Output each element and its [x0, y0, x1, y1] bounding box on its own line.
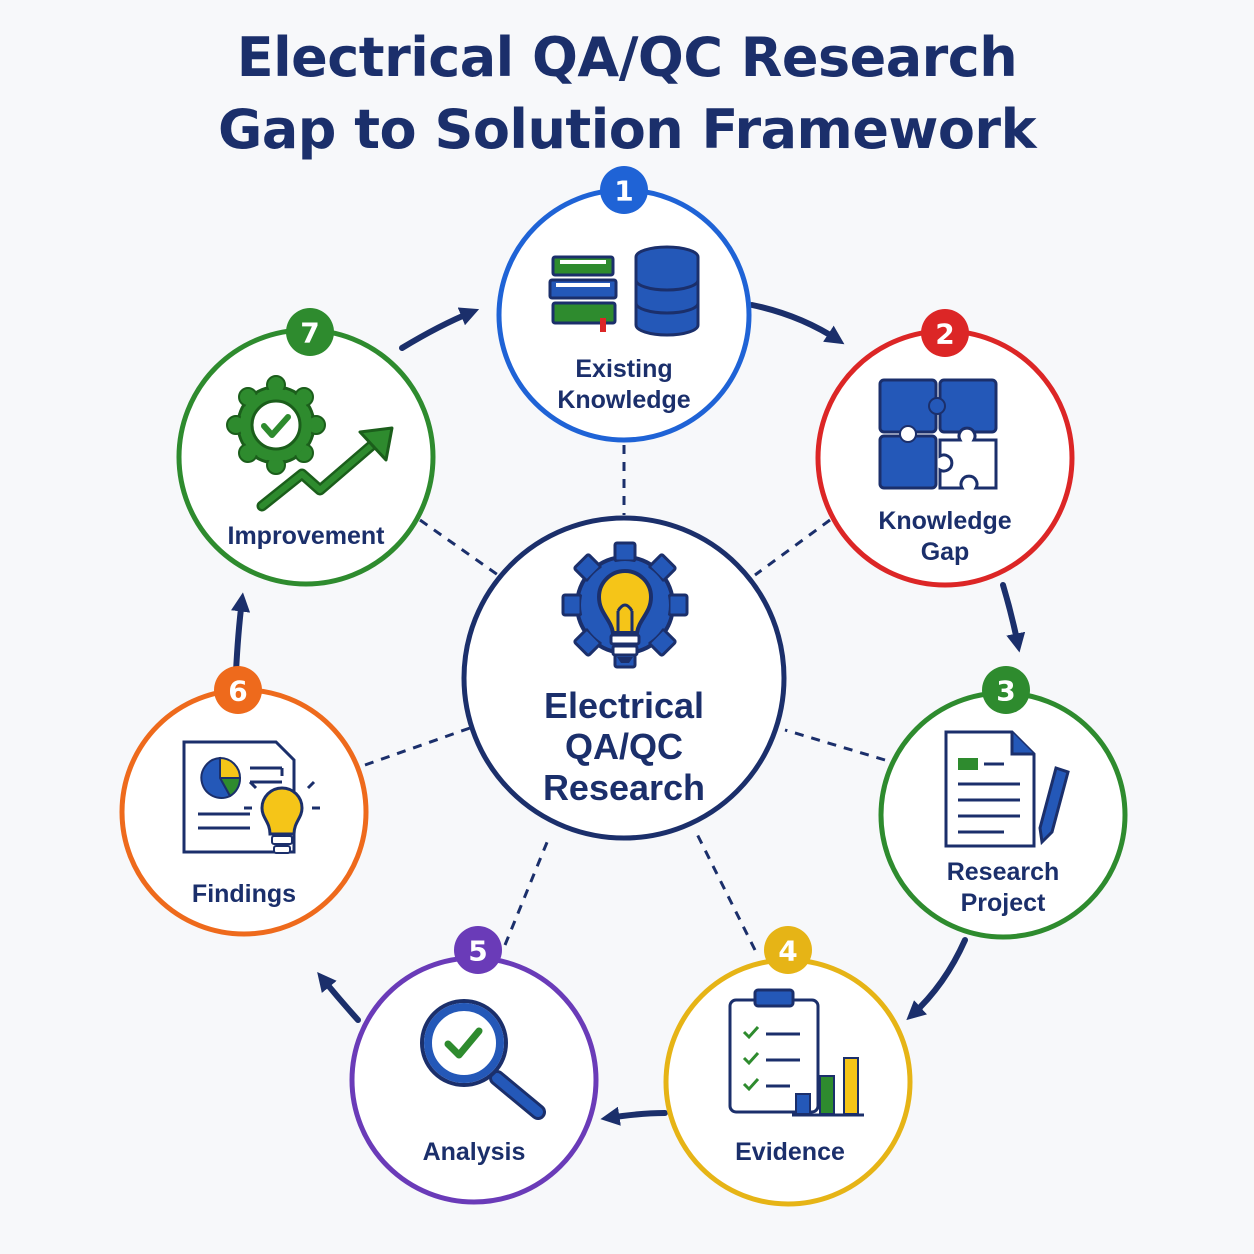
page-title: Electrical QA/QC Research Gap to Solutio… — [0, 22, 1254, 166]
step-4-number: 4 — [778, 935, 797, 968]
report-lightbulb-icon — [182, 740, 320, 854]
step-1-label-line-1: Existing — [575, 355, 672, 383]
step-1-node: Existing Knowledge 1 — [496, 166, 752, 443]
spoke-3 — [784, 728, 886, 762]
step-7-label: Improvement — [228, 522, 386, 550]
badge-trend-icon — [226, 375, 394, 512]
step-6-number: 6 — [228, 675, 247, 708]
step-3-label-line-2: Project — [961, 889, 1046, 917]
step-7-number: 7 — [300, 317, 319, 350]
arrow-4-to-5 — [600, 1106, 668, 1126]
step-7-node: Improvement 7 — [176, 308, 436, 587]
step-3-number: 3 — [996, 675, 1015, 708]
step-3-node: Research Project 3 — [878, 666, 1128, 940]
arrow-6-to-7 — [231, 592, 251, 675]
center-label-line-1: Electrical — [544, 685, 704, 726]
gear-lightbulb-icon — [561, 541, 689, 669]
step-2-number: 2 — [935, 318, 954, 351]
step-2-node: Knowledge Gap 2 — [815, 309, 1075, 588]
step-2-label-line-2: Gap — [921, 538, 970, 566]
puzzle-icon — [878, 378, 998, 490]
step-1-label-line-2: Knowledge — [557, 386, 690, 414]
step-5-number: 5 — [468, 935, 487, 968]
step-5-node: Analysis 5 — [349, 926, 599, 1205]
spoke-5 — [503, 834, 552, 946]
cycle-arrows — [231, 302, 1026, 1126]
step-1-badge — [600, 166, 648, 214]
arrow-2-to-3 — [1000, 582, 1026, 653]
arrow-7-to-1 — [399, 307, 480, 351]
step-2-badge — [921, 309, 969, 357]
arrow-5-to-6 — [317, 972, 361, 1023]
step-6-label: Findings — [192, 880, 296, 908]
step-6-node: Findings 6 — [119, 666, 369, 937]
spoke-4 — [693, 829, 757, 951]
arrow-1-to-2 — [749, 302, 845, 345]
center-label-line-2: QA/QC — [565, 726, 683, 767]
step-3-badge — [982, 666, 1030, 714]
clipboard-chart-icon — [728, 988, 864, 1117]
arrow-3-to-4 — [906, 937, 968, 1021]
document-pen-icon — [944, 730, 1070, 848]
step-4-label: Evidence — [735, 1138, 845, 1166]
step-7-badge — [286, 308, 334, 356]
center-label-line-3: Research — [543, 767, 705, 808]
title-line-1: Electrical QA/QC Research — [236, 26, 1018, 89]
spoke-2 — [754, 518, 831, 577]
spoke-7 — [419, 518, 499, 577]
connector-lines — [364, 445, 886, 951]
step-2-label-line-1: Knowledge — [878, 507, 1011, 535]
step-5-label: Analysis — [423, 1138, 526, 1166]
spoke-6 — [364, 726, 471, 767]
title-line-2: Gap to Solution Framework — [218, 98, 1036, 161]
step-4-node: Evidence 4 — [663, 926, 913, 1207]
step-5-badge — [454, 926, 502, 974]
step-3-label-line-1: Research — [947, 858, 1060, 886]
step-1-number: 1 — [614, 175, 633, 208]
step-6-badge — [214, 666, 262, 714]
center-node: Electrical QA/QC Research — [461, 515, 787, 841]
step-4-badge — [764, 926, 812, 974]
magnifier-check-icon — [420, 999, 546, 1120]
books-database-icon — [548, 245, 700, 337]
